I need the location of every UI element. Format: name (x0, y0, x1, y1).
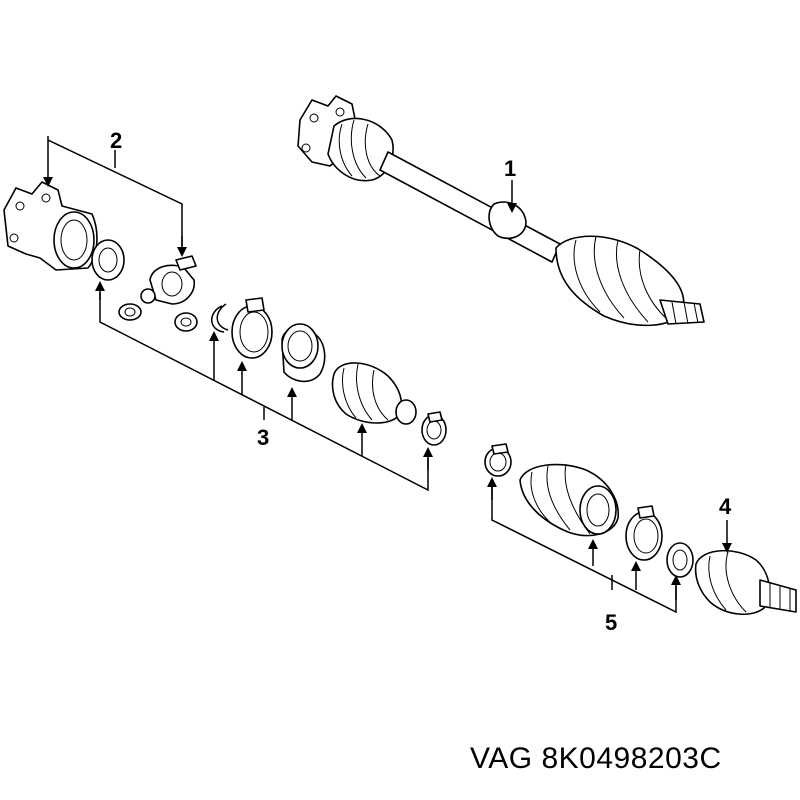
inner-boot-kit (211, 297, 447, 446)
leader-lines (43, 136, 732, 614)
callout-1: 1 (504, 156, 516, 181)
outer-boot-kit (484, 443, 694, 578)
callout-3: 3 (257, 425, 269, 450)
inner-joint-parts (3, 181, 198, 332)
callout-4: 4 (719, 494, 732, 519)
part-number-caption: VAG 8K0498203C (470, 742, 722, 775)
callout-2: 2 (110, 128, 122, 153)
outer-cv-joint (694, 549, 797, 615)
drive-shaft-assembly (297, 95, 705, 327)
callout-5: 5 (605, 610, 617, 635)
